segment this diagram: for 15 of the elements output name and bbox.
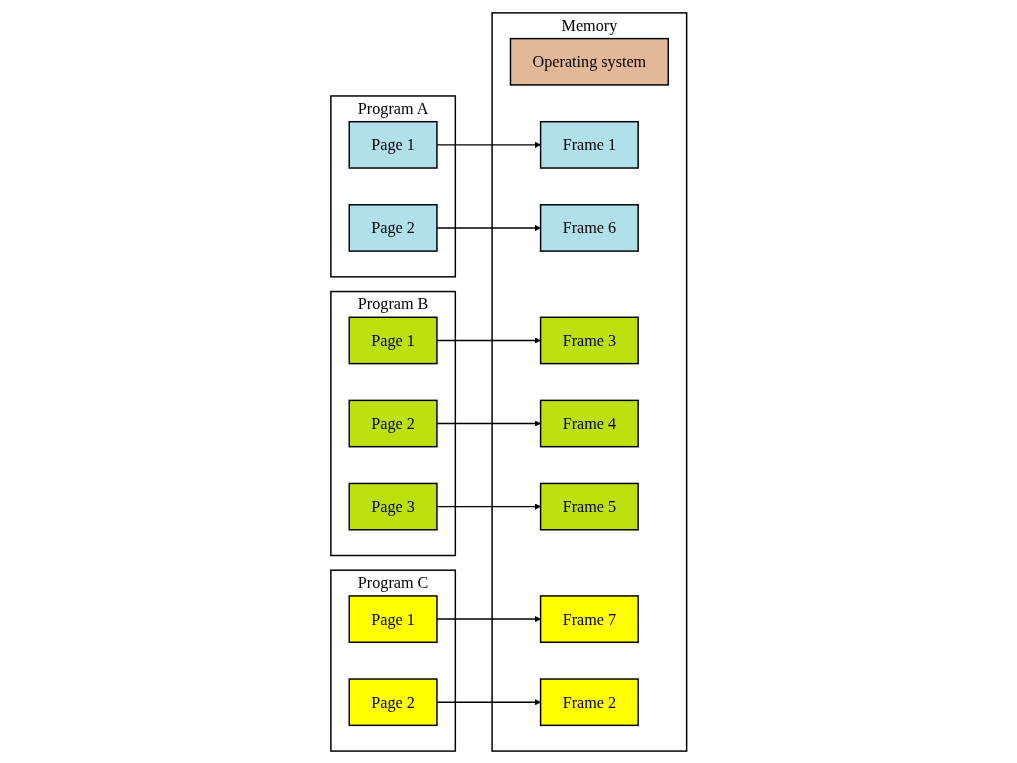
node-box: Page 1 (348, 594, 438, 643)
node-box: Page 2 (348, 203, 438, 252)
node-box: Page 2 (348, 677, 438, 726)
node-box: Frame 6 (539, 203, 639, 252)
node-box: Frame 7 (539, 594, 639, 643)
node-box: Frame 2 (539, 677, 639, 726)
node-box: Operating system (509, 37, 669, 86)
node-box: Page 1 (348, 316, 438, 364)
node-box: Frame 3 (539, 316, 639, 364)
node-box: Page 3 (348, 482, 438, 531)
node-box: Frame 4 (539, 399, 639, 447)
node-box: Frame 1 (539, 120, 639, 169)
node-box: Frame 5 (539, 482, 639, 531)
node-box: Page 2 (348, 399, 438, 447)
node-box: Page 1 (348, 120, 438, 169)
